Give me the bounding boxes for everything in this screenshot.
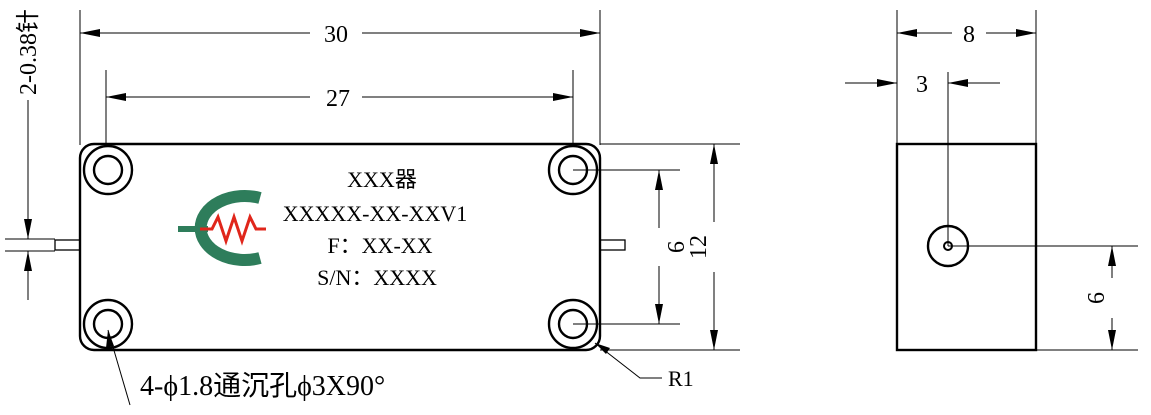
- side-body: [895, 142, 1038, 352]
- side-view: 8 3 6: [845, 10, 1138, 352]
- mounting-hole-top-left: [82, 144, 134, 196]
- radius-note: R1: [668, 366, 694, 391]
- dim-pin-height-label: 6: [1084, 292, 1110, 304]
- label-title: XXX器: [347, 167, 417, 192]
- pin-left: [54, 239, 81, 251]
- hole-note-leader: 4-ϕ1.8通沉孔ϕ3X90°: [106, 329, 385, 406]
- dim-pin-diameter: 2-0.38针: [5, 9, 55, 300]
- dim-hole-spacing-height-label: 9: [662, 241, 688, 253]
- dim-hole-spacing-height: 9: [655, 170, 688, 324]
- pin-right: [599, 239, 626, 251]
- dim-hole-spacing-length-label: 27: [326, 86, 350, 112]
- dim-side-width-label: 8: [963, 22, 975, 48]
- pin-note: 2-0.38针: [15, 9, 42, 95]
- dim-pin-height: 6: [1084, 246, 1116, 350]
- company-logo: [178, 190, 266, 266]
- dim-overall-length-label: 30: [324, 22, 348, 48]
- label-model: XXXXX-XX-XXV1: [283, 201, 468, 226]
- dim-pin-offset: 3: [845, 72, 1000, 98]
- label-serial: S/N：XXXX: [317, 265, 437, 290]
- dim-pin-offset-label: 3: [916, 72, 928, 98]
- radius-leader: R1: [594, 342, 694, 391]
- dim-hole-spacing-length: 27: [106, 86, 573, 112]
- label-frequency: F：XX-XX: [327, 233, 432, 258]
- dim-overall-height: 12: [686, 144, 718, 350]
- dim-overall-length: 30: [80, 22, 600, 48]
- hole-note: 4-ϕ1.8通沉孔ϕ3X90°: [140, 370, 385, 402]
- dim-side-width: 8: [897, 22, 1036, 48]
- dim-overall-height-label: 12: [686, 235, 712, 259]
- front-view: 30 27: [5, 9, 740, 406]
